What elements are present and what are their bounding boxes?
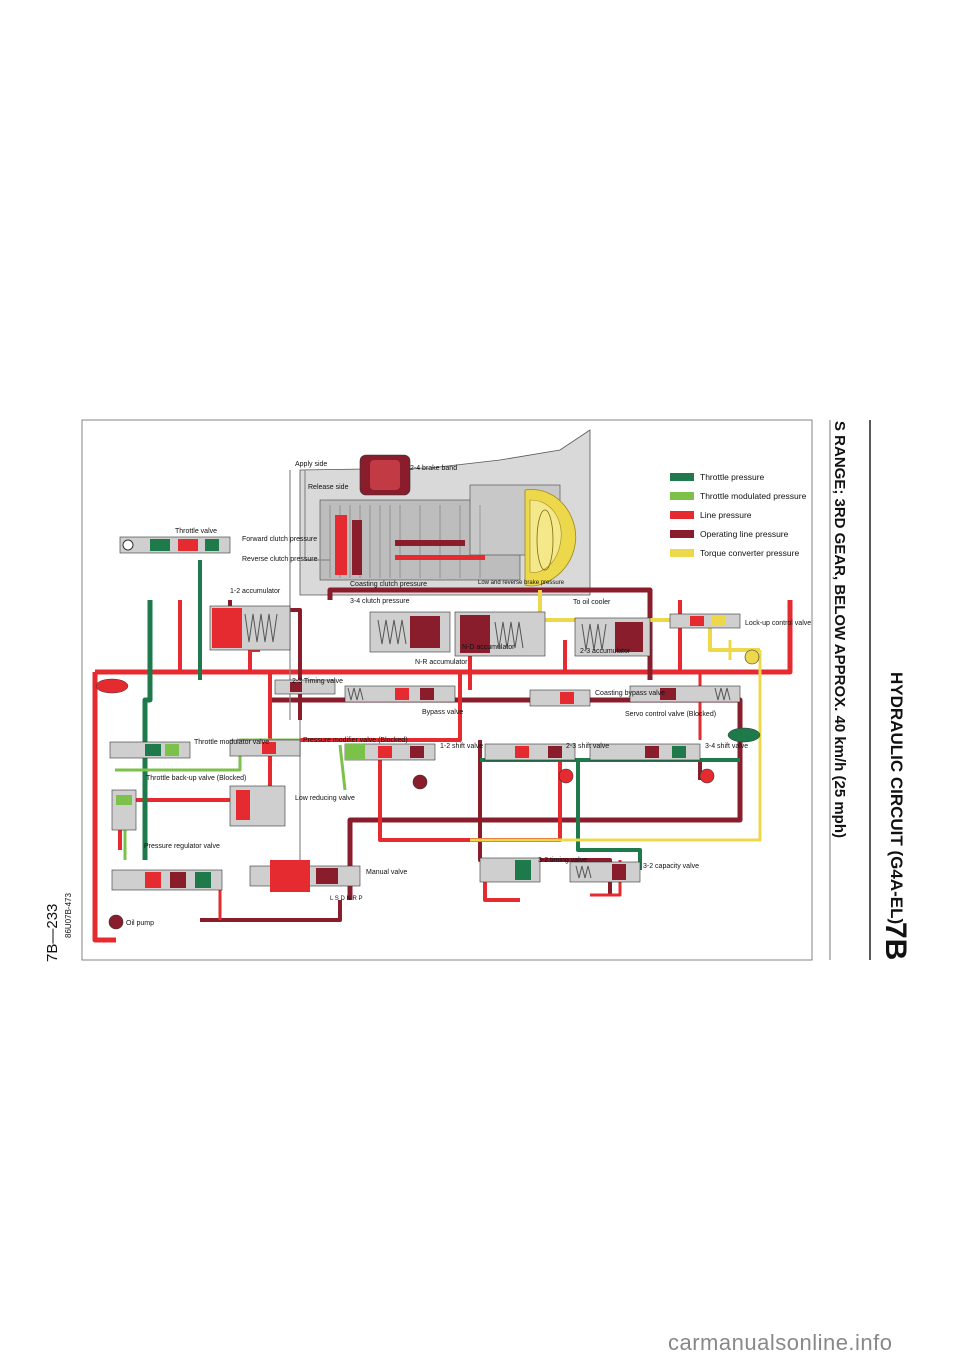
line-accum-feed bbox=[248, 648, 260, 672]
legend-label-line: Line pressure bbox=[700, 510, 752, 520]
valves bbox=[95, 536, 761, 930]
line-32-timing bbox=[483, 880, 520, 902]
label-to-oil-cooler: To oil cooler bbox=[573, 599, 611, 606]
line-pressure-outer bbox=[92, 672, 116, 943]
legend-swatch-modulated bbox=[670, 492, 694, 500]
transaxle-housing bbox=[299, 429, 591, 596]
label-forward-clutch: Forward clutch pressure bbox=[242, 536, 317, 543]
timing-valve-32 bbox=[479, 857, 541, 883]
coasting-bypass-valve bbox=[529, 689, 591, 707]
pressure-tag-right bbox=[727, 727, 761, 743]
line-pressure-top bbox=[95, 600, 793, 675]
legend-label-throttle: Throttle pressure bbox=[700, 472, 765, 482]
legend-label-operating: Operating line pressure bbox=[700, 529, 789, 539]
label-throttle-modulator: Throttle modulator valve bbox=[194, 739, 269, 746]
component-labels: Apply side Release side 2-4 brake band T… bbox=[126, 461, 811, 927]
legend-swatch-line bbox=[670, 511, 694, 519]
shift-valve-34 bbox=[589, 743, 715, 784]
legend-label-modulated: Throttle modulated pressure bbox=[700, 491, 807, 501]
low-reducing-valve bbox=[229, 785, 286, 827]
pressure-regulator-valve bbox=[111, 869, 223, 891]
timing-valve-23 bbox=[274, 679, 336, 695]
label-apply-side: Apply side bbox=[295, 461, 327, 468]
capacity-valve-32 bbox=[569, 861, 641, 883]
throttle-modulator-valve bbox=[109, 741, 191, 759]
servo-control-valve bbox=[629, 685, 741, 703]
label-brake-band: 2-4 brake band bbox=[410, 465, 457, 472]
label-coasting-bypass: Coasting bypass valve bbox=[595, 690, 665, 697]
label-capacity-32: 3-2 capacity valve bbox=[643, 863, 699, 870]
label-manual-valve: Manual valve bbox=[366, 869, 407, 876]
nr-accumulator bbox=[369, 611, 451, 653]
operating-branch-3 bbox=[640, 758, 702, 780]
label-pressure-modifier: Pressure modifier valve (Blocked) bbox=[303, 737, 408, 744]
label-bypass-valve: Bypass valve bbox=[422, 709, 463, 716]
label-pressure-regulator: Pressure regulator valve bbox=[144, 843, 220, 850]
label-nd-accumulator: N-D accumulator bbox=[462, 644, 515, 651]
label-low-reverse: Low and reverse brake pressure bbox=[478, 580, 565, 586]
legend-swatch-converter bbox=[670, 549, 694, 557]
label-shift-34: 3-4 shift valve bbox=[705, 743, 748, 750]
nd-accumulator bbox=[454, 611, 546, 657]
accumulator-12 bbox=[209, 605, 291, 651]
line-mid-2 bbox=[378, 760, 562, 842]
shift-valve-12 bbox=[344, 743, 436, 790]
label-release-side: Release side bbox=[308, 484, 349, 491]
operating-manual bbox=[200, 900, 342, 922]
throttle-valve bbox=[119, 536, 231, 554]
throttle-main bbox=[142, 600, 153, 860]
throttle-backup-valve bbox=[111, 789, 137, 831]
label-low-reducing: Low reducing valve bbox=[295, 795, 355, 802]
bypass-valve bbox=[344, 685, 456, 703]
label-nr-accumulator: N-R accumulator bbox=[415, 659, 468, 666]
label-reverse-clutch: Reverse clutch pressure bbox=[242, 556, 318, 563]
oil-pump bbox=[108, 914, 124, 930]
lockup-control-valve bbox=[669, 613, 760, 665]
label-oil-pump: Oil pump bbox=[126, 920, 154, 927]
label-throttle-valve: Throttle valve bbox=[175, 528, 217, 535]
manual-valve bbox=[249, 860, 361, 892]
label-accumulator-12: 1-2 accumulator bbox=[230, 588, 281, 595]
watermark: carmanualsonline.info bbox=[668, 1330, 893, 1355]
shift-valve-23 bbox=[484, 743, 576, 784]
pressure-modifier-valve bbox=[229, 739, 301, 757]
line-mid-1 bbox=[300, 672, 462, 742]
legend-swatch-throttle bbox=[670, 473, 694, 481]
modulated-3 bbox=[338, 744, 347, 791]
accumulator-23 bbox=[574, 617, 651, 657]
pressure-tag-left bbox=[95, 678, 129, 694]
legend-swatch-operating bbox=[670, 530, 694, 538]
label-manual-positions: L S D N R P bbox=[330, 896, 362, 902]
label-coasting-clutch: Coasting clutch pressure bbox=[350, 581, 427, 588]
label-shift-23: 2-3 shift valve bbox=[566, 743, 609, 750]
label-lockup-valve: Lock-up control valve bbox=[745, 620, 811, 627]
legend: Throttle pressure Throttle modulated pre… bbox=[670, 472, 807, 558]
label-shift-12: 1-2 shift valve bbox=[440, 743, 483, 750]
label-servo-control: Servo control valve (Blocked) bbox=[625, 711, 716, 718]
converter-2 bbox=[470, 650, 762, 842]
label-timing-32: 3-2 timing valve bbox=[538, 857, 587, 864]
label-throttle-backup: Throttle back-up valve (Blocked) bbox=[146, 775, 246, 782]
label-accumulator-23: 2-3 accumulator bbox=[580, 648, 631, 655]
legend-label-converter: Torque converter pressure bbox=[700, 548, 799, 558]
throttle-capacity bbox=[576, 760, 642, 870]
label-clutch-34: 3-4 clutch pressure bbox=[350, 598, 410, 605]
label-timing-23: 2-3 Timing valve bbox=[292, 678, 343, 685]
diagram-frame bbox=[81, 419, 813, 961]
